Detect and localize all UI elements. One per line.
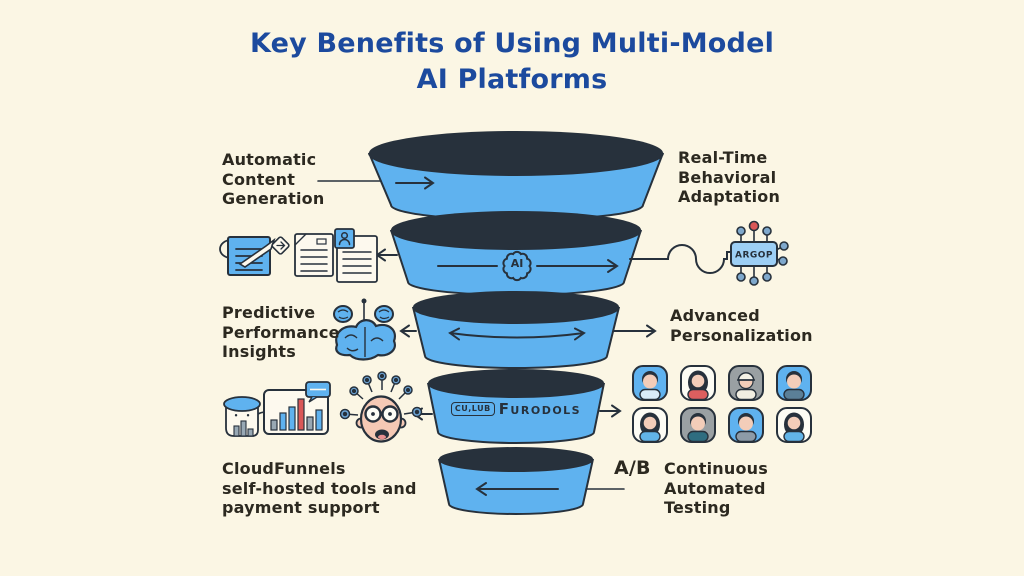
ab-testing-label: A/B (614, 457, 651, 479)
tier1-right-arrow (395, 176, 435, 190)
benefit-continuous-automated-testing: Continuous Automated Testing (664, 459, 768, 517)
connector-arrows (317, 176, 732, 496)
tier2-left-arrow (375, 248, 398, 262)
user-avatars-grid-icon (632, 365, 812, 443)
argop-chip-icon: ARGOP (730, 220, 789, 286)
avatar-tile (728, 407, 764, 443)
avatar-tile (632, 407, 668, 443)
user-face-icon (339, 371, 423, 443)
documents-with-pen-icon (219, 228, 378, 283)
page-title: Key Benefits of Using Multi-Model AI Pla… (249, 28, 775, 95)
chip-label: ARGOP (735, 251, 773, 261)
benefit-predictive-performance-insights: Predictive Performance Insights (222, 303, 340, 361)
tier3-right-arrow (613, 324, 657, 338)
avatar-tile (632, 365, 668, 401)
avatar-tile (776, 407, 812, 443)
funnel-tier-4 (427, 369, 605, 444)
tier3-left-arrow (399, 324, 417, 338)
funnel-tier-1 (368, 131, 664, 221)
tier3-double-arrow (448, 327, 586, 341)
benefit-real-time-behavioral-adaptation: Real-Time Behavioral Adaptation (678, 148, 781, 206)
tier5-inner-arrow (475, 482, 559, 496)
funnel-tier-5 (438, 447, 594, 515)
tier4-brand: CU,LUB Furodols (416, 400, 616, 418)
funnel-tier-3 (412, 291, 620, 369)
avatar-tile (680, 407, 716, 443)
analytics-dashboard-icon (223, 381, 331, 437)
avatar-tile (728, 365, 764, 401)
club-badge: CU,LUB (450, 402, 495, 416)
avatar-tile (776, 365, 812, 401)
brain-icon (333, 298, 396, 361)
brand-name: Furodols (498, 400, 582, 418)
benefit-advanced-personalization: Advanced Personalization (670, 306, 813, 345)
tier2-inner-arrow (536, 259, 619, 273)
tier4-right-arrow (599, 404, 622, 418)
ai-cloud-badge (502, 250, 532, 282)
benefit-cloudfunnels-support: CloudFunnels self-hosted tools and payme… (222, 459, 417, 517)
ai-badge-label: AI (510, 257, 524, 270)
tier2-wire (629, 244, 732, 274)
benefit-automatic-content-generation: Automatic Content Generation (222, 150, 325, 208)
avatar-tile (680, 365, 716, 401)
